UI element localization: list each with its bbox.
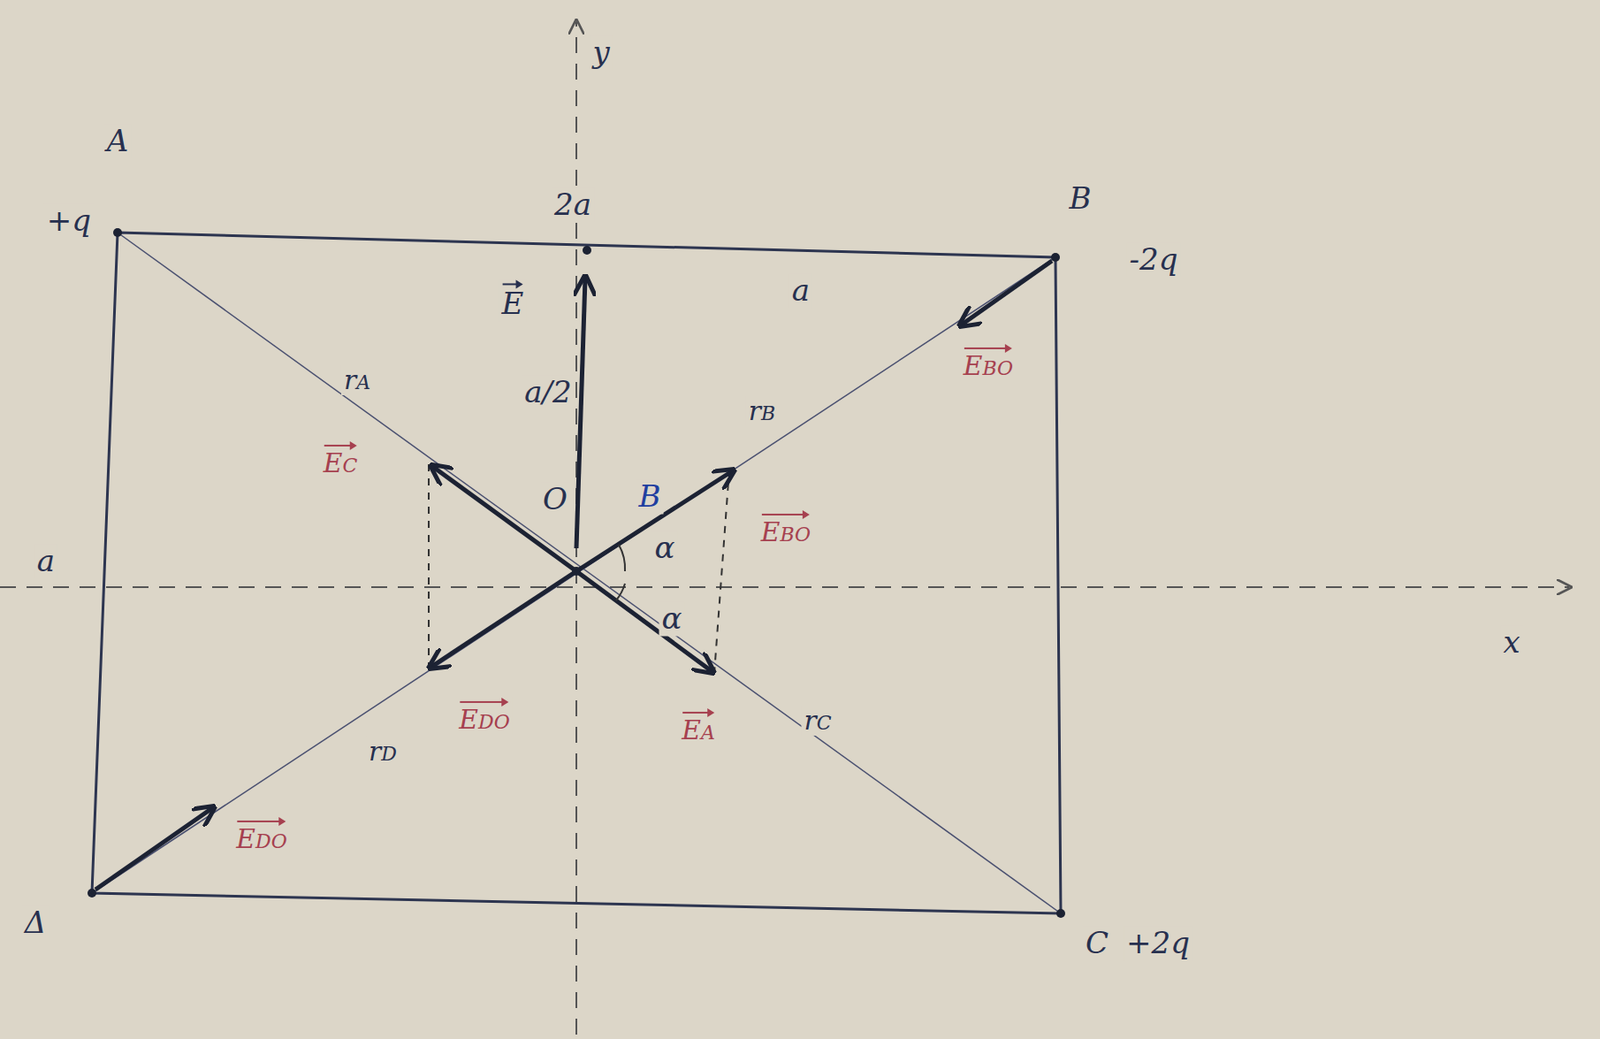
angle-label: B <box>636 479 664 514</box>
point-name: O <box>540 481 571 517</box>
distance-label: rD <box>365 736 400 767</box>
vector-label: EDO <box>456 697 512 735</box>
point-name: Δ <box>22 905 50 940</box>
charge-value: +q <box>44 203 94 238</box>
vector-label: EBO <box>758 510 814 548</box>
point-name: C <box>1082 925 1112 960</box>
dimension: a <box>789 273 813 308</box>
vector-label: EBO <box>960 343 1016 381</box>
distance-label: rA <box>341 365 374 396</box>
angle-label: α <box>659 601 686 636</box>
vector-label: EA <box>678 708 718 746</box>
vector-label: E <box>499 279 527 321</box>
charge-value: +2q <box>1123 925 1193 960</box>
distance-label: rC <box>800 705 834 736</box>
charge-value: -2q <box>1127 242 1181 277</box>
axis-label: y <box>589 35 612 70</box>
vector-label: EC <box>320 441 361 479</box>
axis-label: x <box>1500 624 1523 660</box>
distance-label: rB <box>746 396 778 427</box>
dimension: a/2 <box>521 374 574 410</box>
dimension: a <box>34 543 58 579</box>
coordinate: 2a <box>551 187 595 222</box>
angle-label: α <box>652 530 679 565</box>
point-name: B <box>1066 181 1095 216</box>
vector-label: EDO <box>233 816 290 854</box>
point-name: A <box>104 123 132 159</box>
